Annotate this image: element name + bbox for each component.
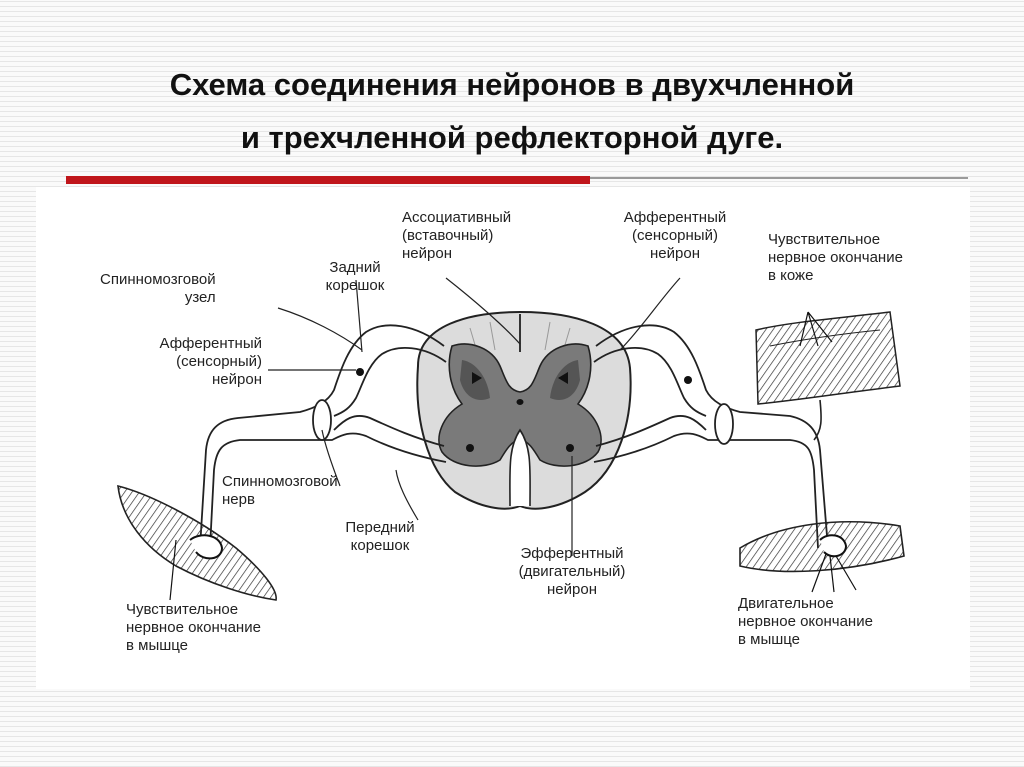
skin-patch: [755, 311, 901, 441]
spinal-cord-cross-section: [416, 310, 632, 510]
label-ventral-root: Передний корешок: [345, 519, 415, 554]
slide-title-line-2: и трехчленной рефлекторной дуге.: [240, 120, 784, 155]
left-muscle: [117, 484, 277, 601]
reflex-arc-diagram: Спинномозговой узел Задний корешок Ассоц…: [36, 187, 970, 689]
title-underline-accent: [66, 176, 590, 184]
label-muscle-motor-ending: Двигательное нервное окончание в мышце: [738, 595, 873, 648]
leader-lines: [268, 277, 681, 556]
neuron-cell-bodies: [356, 368, 692, 452]
label-spinal-nerve: Спинномозговой нерв: [222, 473, 338, 508]
label-association-neuron: Ассоциативный (вставочный) нейрон: [402, 209, 512, 262]
slide-title-line-1: Схема соединения нейронов в двухчленной: [169, 67, 855, 102]
label-afferent-neuron-left: Афферентный (сенсорный) нейрон: [159, 335, 262, 388]
title-underline-divider: [590, 177, 968, 179]
slide-title: Схема соединения нейронов в двухчленной …: [40, 58, 984, 164]
reflex-arc-illustration: [117, 277, 905, 601]
label-afferent-neuron-right: Афферентный (сенсорный) нейрон: [623, 209, 727, 262]
label-dorsal-root: Задний корешок: [325, 259, 385, 294]
right-muscle: [739, 521, 905, 593]
label-muscle-sensory-ending: Чувствительное нервное окончание в мышце: [126, 601, 261, 654]
right-nerve-roots: [593, 324, 829, 549]
label-spinal-ganglion: Спинномозговой узел: [100, 271, 216, 306]
left-nerve-roots: [199, 324, 447, 549]
label-skin-sensory-ending: Чувствительное нервное окончание в коже: [768, 231, 903, 284]
label-efferent-neuron: Эфферентный (двигательный) нейрон: [518, 545, 626, 598]
